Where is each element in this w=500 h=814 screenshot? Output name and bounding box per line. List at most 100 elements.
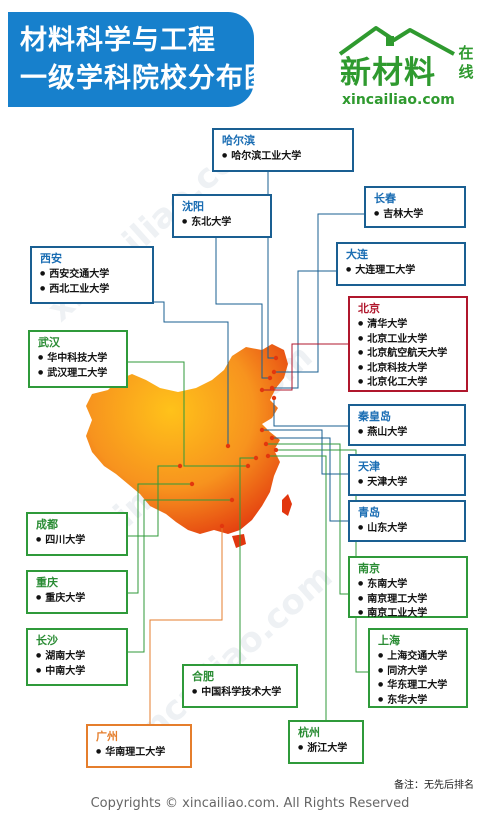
logo-side-text: 在线 bbox=[458, 44, 474, 81]
school-item: 中南大学 bbox=[36, 664, 118, 679]
connector-tianjin bbox=[262, 429, 348, 475]
city-name-chongqing: 重庆 bbox=[36, 576, 58, 589]
city-dot-xian bbox=[225, 443, 231, 449]
school-item: 中国科学技术大学 bbox=[192, 685, 288, 700]
city-dot-chongqing bbox=[189, 481, 195, 487]
school-item: 吉林大学 bbox=[374, 207, 456, 222]
connector-changchun bbox=[274, 213, 364, 373]
city-dot-guangzhou bbox=[219, 523, 225, 529]
city-dot-qinhuangdao bbox=[271, 395, 277, 401]
connector-dalian bbox=[272, 270, 336, 389]
city-box-hangzhou: 杭州 浙江大学 bbox=[288, 720, 364, 764]
city-box-qingdao: 青岛 山东大学 bbox=[348, 500, 466, 542]
city-dot-shanghai bbox=[273, 447, 279, 453]
logo-house-roof-icon bbox=[338, 26, 455, 56]
school-item: 华东理工大学 bbox=[378, 678, 458, 693]
city-name-changsha: 长沙 bbox=[36, 634, 58, 647]
school-item: 重庆大学 bbox=[36, 591, 118, 606]
hainan-shape bbox=[232, 534, 246, 548]
connector-beijing bbox=[262, 343, 348, 391]
school-item: 武汉理工大学 bbox=[38, 366, 118, 381]
logo-main-text: 新材料 bbox=[340, 55, 436, 91]
city-box-harbin: 哈尔滨 哈尔滨工业大学 bbox=[212, 128, 354, 172]
city-name-chengdu: 成都 bbox=[36, 518, 58, 531]
city-dot-changsha bbox=[229, 497, 235, 503]
school-item: 南京工业大学 bbox=[358, 606, 458, 621]
city-name-xian: 西安 bbox=[40, 252, 62, 265]
connector-nanjing bbox=[266, 443, 348, 595]
city-box-shanghai: 上海 上海交通大学 同济大学 华东理工大学 东华大学 bbox=[368, 628, 468, 708]
city-dot-dalian bbox=[269, 385, 275, 391]
china-map-shape bbox=[86, 344, 288, 534]
city-name-hefei: 合肥 bbox=[192, 670, 214, 683]
city-box-wuhan: 武汉 华中科技大学 武汉理工大学 bbox=[28, 330, 128, 388]
school-item: 北京航空航天大学 bbox=[358, 346, 458, 361]
city-box-chengdu: 成都 四川大学 bbox=[26, 512, 128, 556]
city-box-shenyang: 沈阳 东北大学 bbox=[172, 194, 272, 238]
connector-hangzhou bbox=[268, 455, 327, 720]
school-item: 大连理工大学 bbox=[346, 263, 456, 278]
city-name-qingdao: 青岛 bbox=[358, 506, 380, 519]
school-item: 清华大学 bbox=[358, 317, 458, 332]
school-item: 同济大学 bbox=[378, 664, 458, 679]
school-item: 天津大学 bbox=[358, 475, 456, 490]
city-dot-beijing bbox=[259, 387, 265, 393]
copyright-line: Copyrights © xincailiao.com. All Rights … bbox=[90, 796, 410, 811]
city-name-shenyang: 沈阳 bbox=[182, 200, 204, 213]
school-item: 华南理工大学 bbox=[96, 745, 182, 760]
city-name-hangzhou: 杭州 bbox=[298, 726, 320, 739]
connector-guangzhou bbox=[149, 526, 223, 724]
city-name-guangzhou: 广州 bbox=[96, 730, 118, 743]
school-item: 湖南大学 bbox=[36, 649, 118, 664]
school-item: 北京科技大学 bbox=[358, 361, 458, 376]
footnote: 备注：无先后排名 bbox=[394, 780, 474, 791]
connector-chengdu bbox=[128, 465, 180, 537]
connector-hefei bbox=[239, 457, 256, 664]
city-box-changchun: 长春 吉林大学 bbox=[364, 186, 466, 228]
city-name-changchun: 长春 bbox=[374, 192, 396, 205]
city-dot-hefei bbox=[253, 455, 259, 461]
connector-changsha bbox=[128, 499, 232, 653]
city-box-hefei: 合肥 中国科学技术大学 bbox=[182, 664, 298, 708]
school-item: 上海交通大学 bbox=[378, 649, 458, 664]
school-item: 西北工业大学 bbox=[40, 282, 144, 297]
city-box-nanjing: 南京 东南大学 南京理工大学 南京工业大学 bbox=[348, 556, 468, 621]
title-line-2: 一级学科院校分布图 bbox=[20, 63, 272, 94]
school-item: 东华大学 bbox=[378, 693, 458, 708]
city-name-beijing: 北京 bbox=[358, 302, 380, 315]
school-item: 北京工业大学 bbox=[358, 332, 458, 347]
city-box-beijing: 北京 清华大学 北京工业大学 北京航空航天大学 北京科技大学 北京化工大学 bbox=[348, 296, 468, 392]
school-item: 四川大学 bbox=[36, 533, 118, 548]
city-box-dalian: 大连 大连理工大学 bbox=[336, 242, 466, 286]
city-dot-qingdao bbox=[269, 435, 275, 441]
school-item: 浙江大学 bbox=[298, 741, 354, 756]
connector-shenyang bbox=[215, 220, 270, 379]
city-box-chongqing: 重庆 重庆大学 bbox=[26, 570, 128, 614]
connector-qingdao bbox=[272, 437, 348, 522]
city-dot-nanjing bbox=[263, 441, 269, 447]
title-line-1: 材料科学与工程 bbox=[20, 25, 216, 56]
school-item: 哈尔滨工业大学 bbox=[222, 149, 344, 164]
city-box-tianjin: 天津 天津大学 bbox=[348, 454, 466, 496]
city-dot-wuhan bbox=[245, 463, 251, 469]
connector-qinhuangdao bbox=[273, 398, 348, 427]
taiwan-shape bbox=[282, 494, 292, 516]
logo-url: xincailiao.com bbox=[342, 92, 455, 108]
title-banner: 材料科学与工程 一级学科院校分布图 bbox=[8, 12, 272, 107]
school-item: 燕山大学 bbox=[358, 425, 456, 440]
city-name-tianjin: 天津 bbox=[358, 460, 380, 473]
city-box-xian: 西安 西安交通大学 西北工业大学 bbox=[30, 246, 154, 304]
city-name-nanjing: 南京 bbox=[358, 562, 380, 575]
school-item: 西安交通大学 bbox=[40, 267, 144, 282]
city-dot-changchun bbox=[271, 369, 277, 375]
school-item: 山东大学 bbox=[358, 521, 456, 536]
city-name-harbin: 哈尔滨 bbox=[222, 134, 255, 147]
school-item: 南京理工大学 bbox=[358, 592, 458, 607]
school-item: 北京化工大学 bbox=[358, 375, 458, 390]
city-name-shanghai: 上海 bbox=[378, 634, 400, 647]
city-name-qinhuangdao: 秦皇岛 bbox=[358, 410, 391, 423]
connector-chongqing bbox=[128, 483, 192, 594]
city-dot-chengdu bbox=[177, 463, 183, 469]
connector-wuhan bbox=[128, 361, 248, 467]
